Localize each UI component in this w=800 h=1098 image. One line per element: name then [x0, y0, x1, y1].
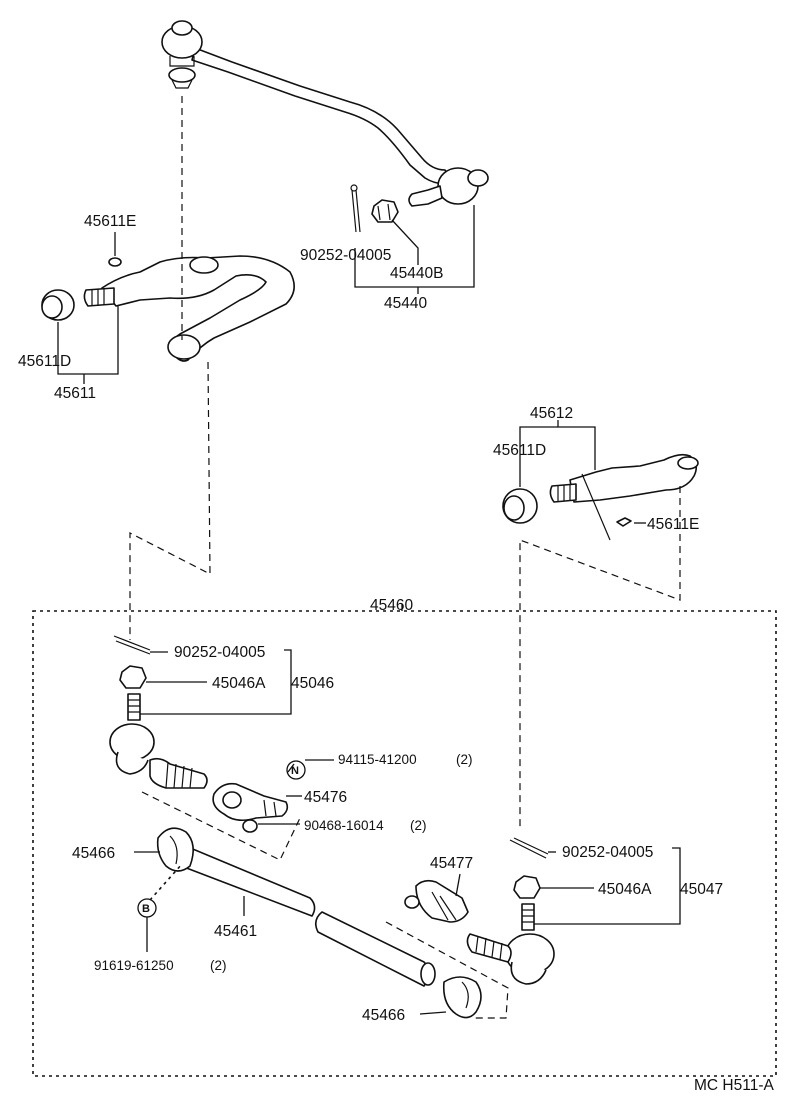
- leader-45440b: [391, 219, 419, 265]
- leader-45046-bracket: [140, 649, 292, 715]
- cotter-pin-icon-right: [509, 837, 549, 859]
- label-45611: 45611: [54, 385, 96, 402]
- dashed-centerline-right: [519, 486, 681, 830]
- label-45461: 45461: [214, 923, 257, 940]
- leader-91619: [149, 863, 183, 901]
- nut-icon-right: [513, 875, 541, 899]
- label-45047: 45047: [680, 881, 723, 898]
- leader-45440-bracket: [354, 205, 475, 288]
- clamp-group-outline: [141, 791, 301, 861]
- label-45611e-upper: 45611E: [84, 213, 136, 230]
- label-94115: 94115-41200: [338, 752, 417, 767]
- label-45046a-b: 45046A: [598, 881, 652, 898]
- leader-45477: [455, 873, 461, 897]
- leader-45611-bracket: [57, 306, 119, 375]
- drag-link-icon: [161, 20, 489, 233]
- diagram-code: MC H511-A: [694, 1077, 774, 1094]
- label-90252-upper: 90252-04005: [300, 247, 391, 264]
- label-90468-qty: (2): [410, 818, 427, 833]
- label-45477: 45477: [430, 855, 473, 872]
- label-45611d-upper: 45611D: [18, 353, 71, 370]
- leader-45047-bracket: [534, 847, 681, 925]
- label-90468: 90468-16014: [304, 818, 384, 833]
- label-45046a-a: 45046A: [212, 675, 266, 692]
- dashed-centerline-left: [129, 96, 211, 640]
- label-91619: 91619-61250: [94, 958, 174, 973]
- marker-b: B: [142, 903, 150, 915]
- leader-94115: [287, 763, 295, 773]
- upper-arm-icon: [41, 255, 295, 362]
- label-45466-a: 45466: [72, 845, 115, 862]
- label-45466-b: 45466: [362, 1007, 405, 1024]
- clamp-icon: [212, 782, 289, 833]
- label-45611d-right: 45611D: [493, 442, 546, 459]
- clamp-icon-right: [404, 879, 469, 923]
- tie-rod-end-icon: [109, 635, 208, 789]
- label-45440: 45440: [384, 295, 427, 312]
- label-94115-qty: (2): [456, 752, 473, 767]
- tie-rod-end-icon-right: [466, 837, 555, 985]
- label-90252-b: 90252-04005: [562, 844, 653, 861]
- nut-icon: [119, 665, 147, 689]
- leader-45466-b: [419, 1011, 447, 1015]
- label-45611e-right: 45611E: [647, 516, 699, 533]
- marker-n-circle: [286, 760, 306, 780]
- label-45440b: 45440B: [390, 265, 443, 282]
- clamp-right-outline: [385, 921, 509, 1019]
- marker-n: N: [291, 765, 299, 777]
- label-45612: 45612: [530, 405, 573, 422]
- label-45476: 45476: [304, 789, 347, 806]
- label-91619-qty: (2): [210, 958, 227, 973]
- tie-rod-assembly-boundary: [32, 610, 777, 1077]
- tube-icon: [156, 827, 482, 1019]
- right-arm-icon: [502, 453, 699, 541]
- label-45460: 45460: [370, 597, 413, 614]
- label-90252-a: 90252-04005: [174, 644, 265, 661]
- label-45046: 45046: [291, 675, 334, 692]
- cotter-pin-icon: [113, 635, 151, 655]
